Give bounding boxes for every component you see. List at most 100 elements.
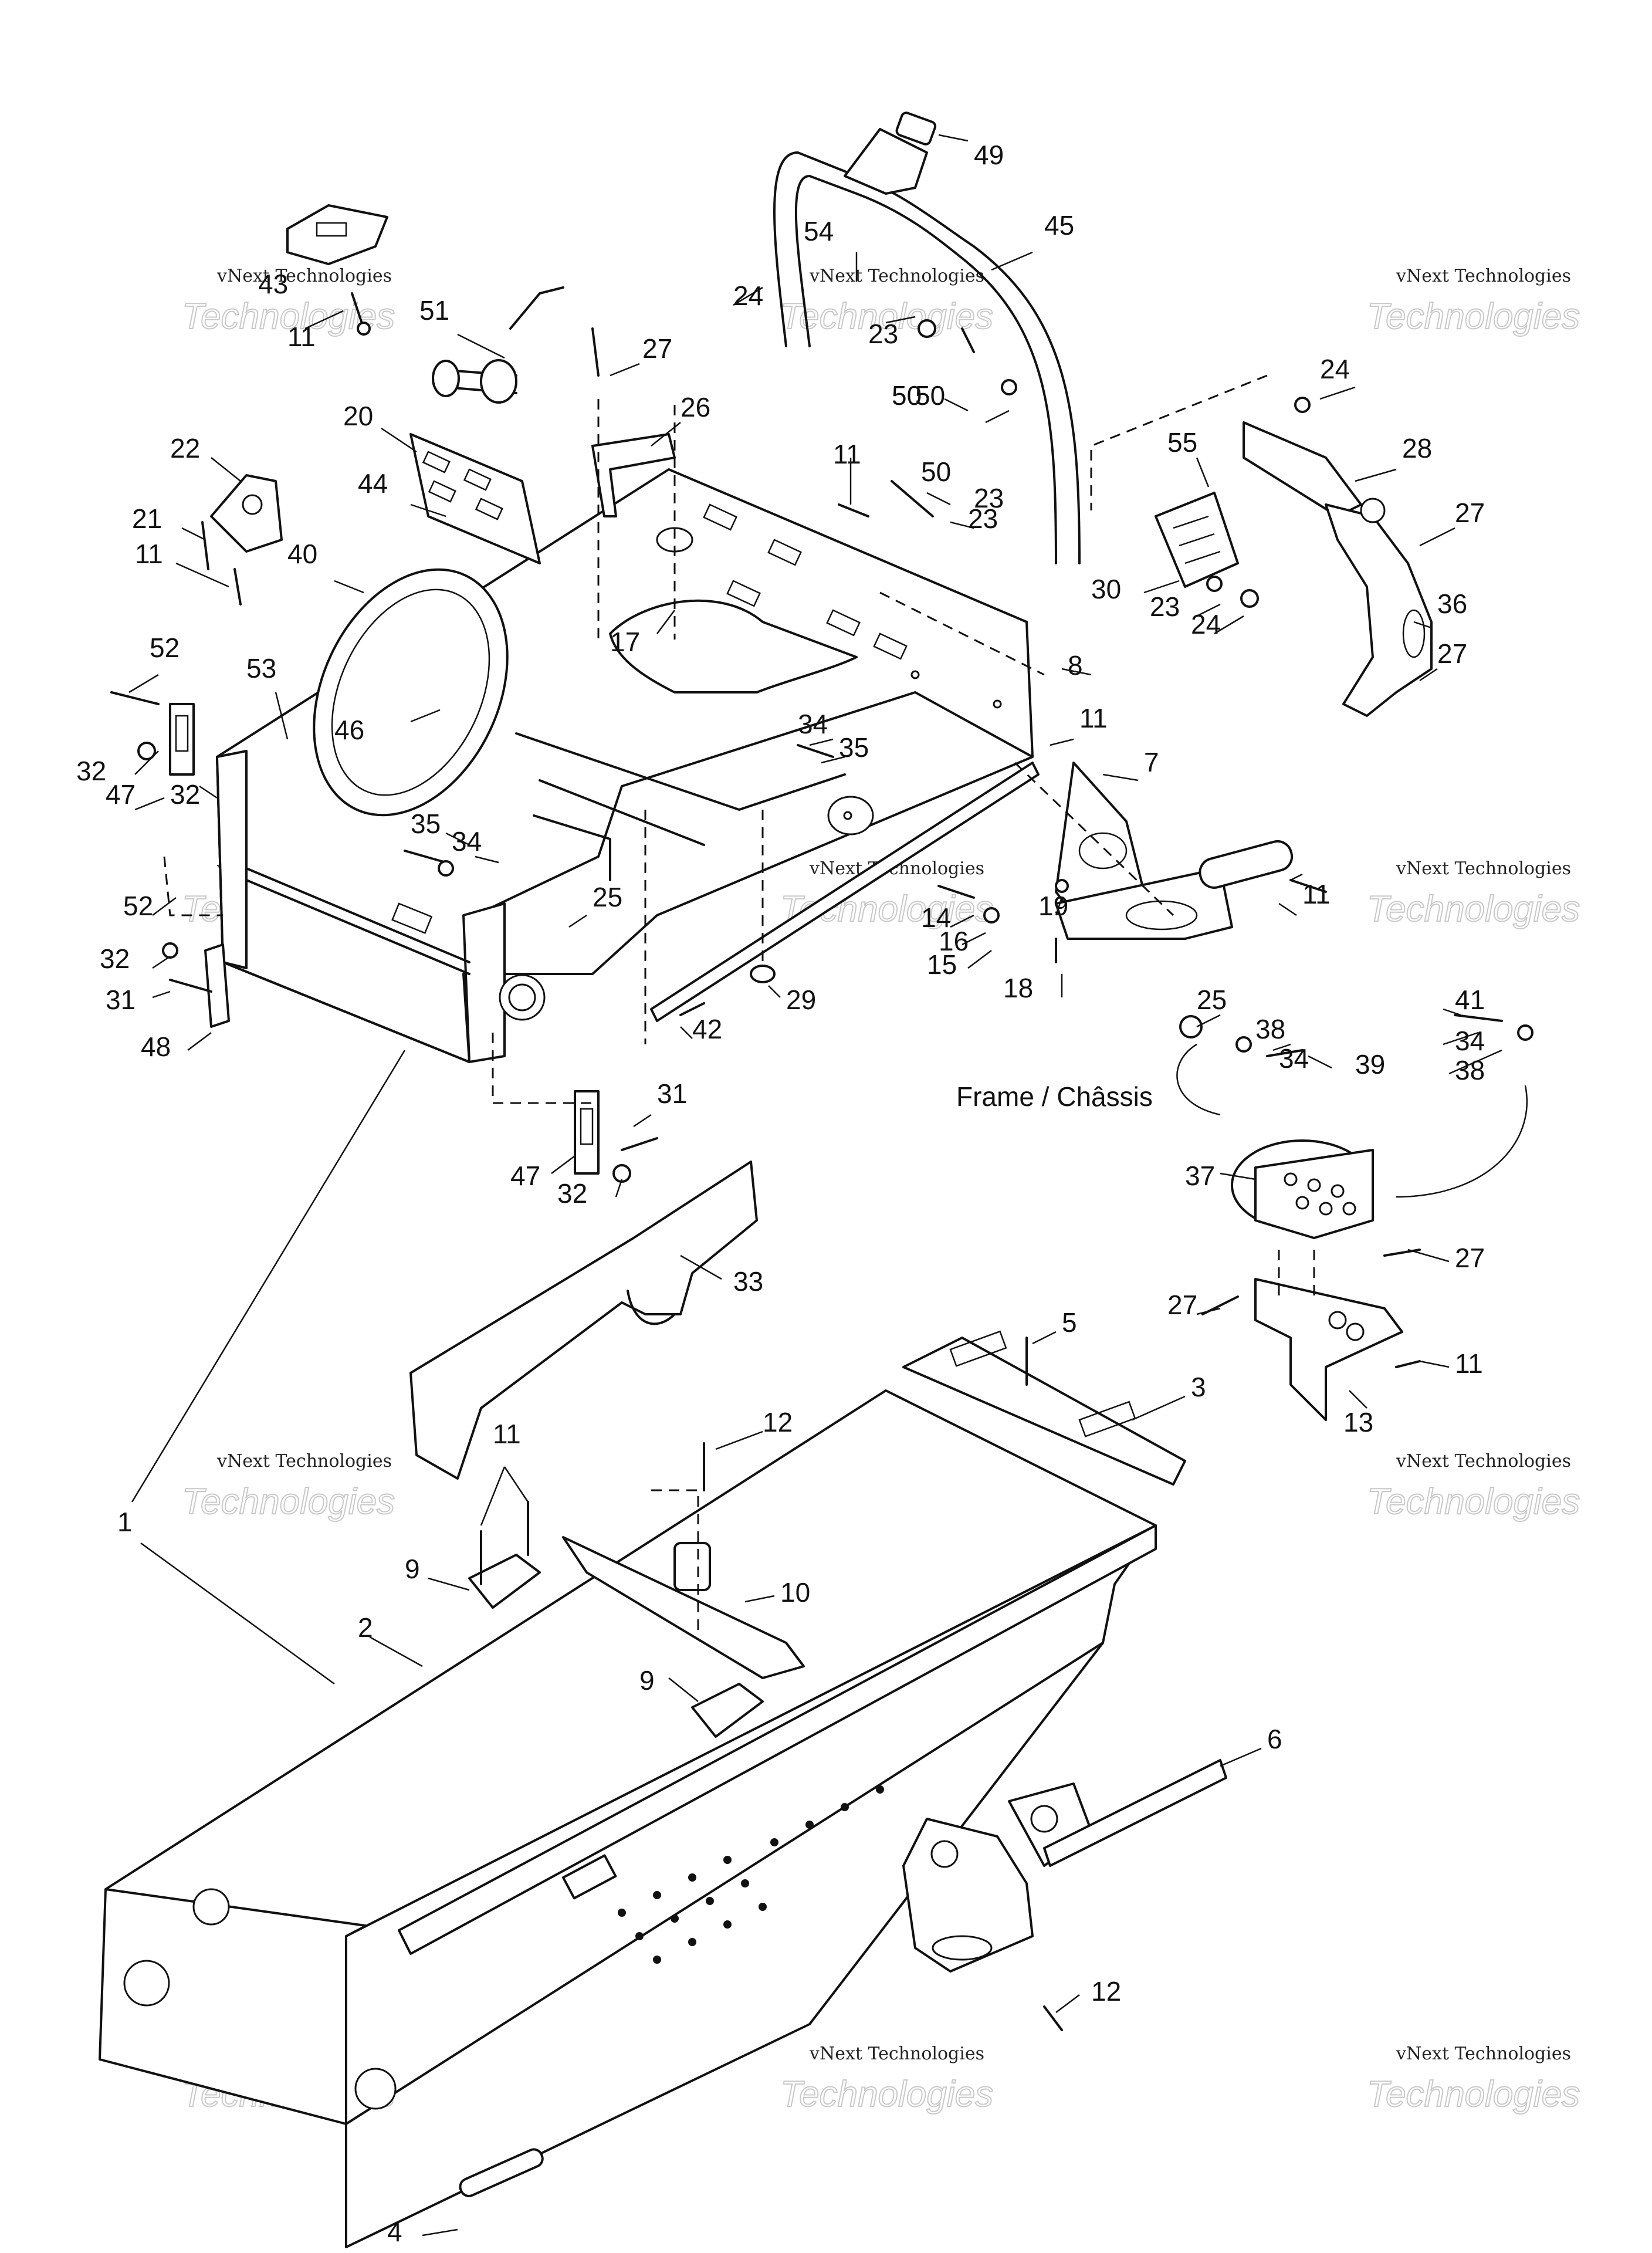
watermark: Technologies vNext Technologies xyxy=(1366,1451,1580,1523)
callout-number: 9 xyxy=(405,1554,420,1584)
callout-number: 49 xyxy=(974,140,1004,170)
callout-number: 3 xyxy=(1191,1372,1206,1402)
assembly-lines xyxy=(163,374,1315,1631)
callout-number: 51 xyxy=(419,295,449,326)
callout-number: 34 xyxy=(1279,1043,1309,1074)
leader-lines xyxy=(128,134,1502,2237)
callout-number: 11 xyxy=(493,1419,521,1449)
callout-number: 37 xyxy=(1185,1161,1215,1191)
plate-30 xyxy=(1155,492,1239,588)
brackets-9-10 xyxy=(468,1536,805,1738)
callout-number: 20 xyxy=(343,401,373,431)
svg-text:vNext Technologies: vNext Technologies xyxy=(809,266,984,286)
brackets-left xyxy=(169,703,600,1175)
callout-number: 16 xyxy=(939,926,969,956)
cable-51 xyxy=(432,286,564,404)
callout-number: 9 xyxy=(639,1665,655,1696)
svg-text:vNext Technologies: vNext Technologies xyxy=(216,1451,392,1471)
callout-number: 23 xyxy=(1150,591,1180,622)
callout-number: 12 xyxy=(763,1407,793,1437)
callout-number: 8 xyxy=(1068,650,1083,681)
callout-number: 25 xyxy=(593,882,622,912)
callout-number: 50 xyxy=(915,380,945,411)
plate-37 xyxy=(1231,1139,1374,1239)
bracket-26 xyxy=(591,433,676,517)
bracket-28-36 xyxy=(1243,421,1433,717)
callout-number: 26 xyxy=(681,392,710,422)
callout-number: 11 xyxy=(135,539,163,569)
callout-number: 52 xyxy=(123,891,153,921)
callout-number: 38 xyxy=(1455,1055,1485,1085)
svg-text:Technologies: Technologies xyxy=(780,2074,993,2115)
svg-text:Technologies: Technologies xyxy=(1367,2074,1580,2115)
callout-number: 28 xyxy=(1402,433,1432,464)
diagram-caption: Frame / Châssis xyxy=(956,1081,1153,1112)
svg-text:Technologies: Technologies xyxy=(1367,1481,1580,1522)
callout-number: 42 xyxy=(692,1014,722,1044)
bracket-6 xyxy=(902,1759,1227,1973)
steering-column-45 xyxy=(773,111,1081,564)
callout-number: 36 xyxy=(1437,588,1467,619)
tunnel-2 xyxy=(99,1330,1186,2248)
callout-number: 53 xyxy=(246,653,276,684)
svg-text:vNext Technologies: vNext Technologies xyxy=(1396,2044,1571,2064)
callout-number: 43 xyxy=(258,269,288,299)
callout-number: 35 xyxy=(839,732,869,763)
watermark: Technologies vNext Technologies xyxy=(1366,2044,1580,2115)
callout-number: 25 xyxy=(1197,985,1227,1015)
callout-number: 27 xyxy=(1455,1243,1485,1273)
callout-number: 23 xyxy=(868,319,898,349)
svg-text:Technologies: Technologies xyxy=(1367,296,1580,337)
callout-number: 40 xyxy=(287,539,317,569)
callout-number: 45 xyxy=(1044,210,1074,241)
watermark: Technologies vNext Technologies xyxy=(1366,266,1580,337)
callout-number: 11 xyxy=(833,439,861,469)
bracket-20-44 xyxy=(409,433,541,564)
callout-number: 18 xyxy=(1003,973,1033,1003)
callout-number: 31 xyxy=(106,985,136,1015)
callout-number: 31 xyxy=(657,1078,687,1109)
callout-number: 15 xyxy=(927,949,957,980)
callout-number: 24 xyxy=(1320,354,1350,384)
plate-43 xyxy=(286,204,388,265)
callout-number: 27 xyxy=(1437,638,1467,669)
callout-number: 32 xyxy=(100,943,130,974)
callout-number: 34 xyxy=(798,709,828,739)
callout-number: 19 xyxy=(1038,891,1068,921)
svg-text:Technologies: Technologies xyxy=(182,1481,395,1522)
svg-text:Technologies: Technologies xyxy=(1367,889,1580,929)
callout-number: 6 xyxy=(1267,1724,1282,1754)
callout-number: 12 xyxy=(1091,1976,1121,2007)
watermark: Technologies vNext Technologies xyxy=(181,1451,395,1523)
callout-number: 39 xyxy=(1355,1049,1385,1080)
callout-number: 11 xyxy=(1079,703,1108,733)
callout-number: 34 xyxy=(1455,1026,1485,1056)
callout-number: 35 xyxy=(411,808,441,839)
rail-33 xyxy=(409,1161,758,1480)
tunnel-perforations xyxy=(618,1785,884,1964)
callout-number: 32 xyxy=(76,756,106,786)
callout-number: 22 xyxy=(170,433,200,464)
svg-text:vNext Technologies: vNext Technologies xyxy=(809,2044,984,2064)
callout-number: 38 xyxy=(1255,1014,1285,1044)
callout-number: 50 xyxy=(921,456,951,487)
callout-number: 41 xyxy=(1455,985,1485,1015)
callout-number: 24 xyxy=(1191,609,1221,640)
callout-number: 21 xyxy=(132,503,162,534)
svg-text:vNext Technologies: vNext Technologies xyxy=(1396,266,1571,286)
callout-number: 33 xyxy=(733,1266,763,1297)
callout-number: 30 xyxy=(1091,574,1121,604)
callout-number: 50 xyxy=(892,380,922,411)
callout-number: 27 xyxy=(1167,1290,1197,1320)
svg-text:vNext Technologies: vNext Technologies xyxy=(216,266,392,286)
svg-text:vNext Technologies: vNext Technologies xyxy=(1396,1451,1571,1471)
callout-number: 32 xyxy=(557,1178,587,1209)
callout-number: 23 xyxy=(974,483,1004,513)
callout-number: 47 xyxy=(106,779,136,810)
callout-number: 11 xyxy=(287,322,316,352)
callout-number: 46 xyxy=(334,715,364,745)
